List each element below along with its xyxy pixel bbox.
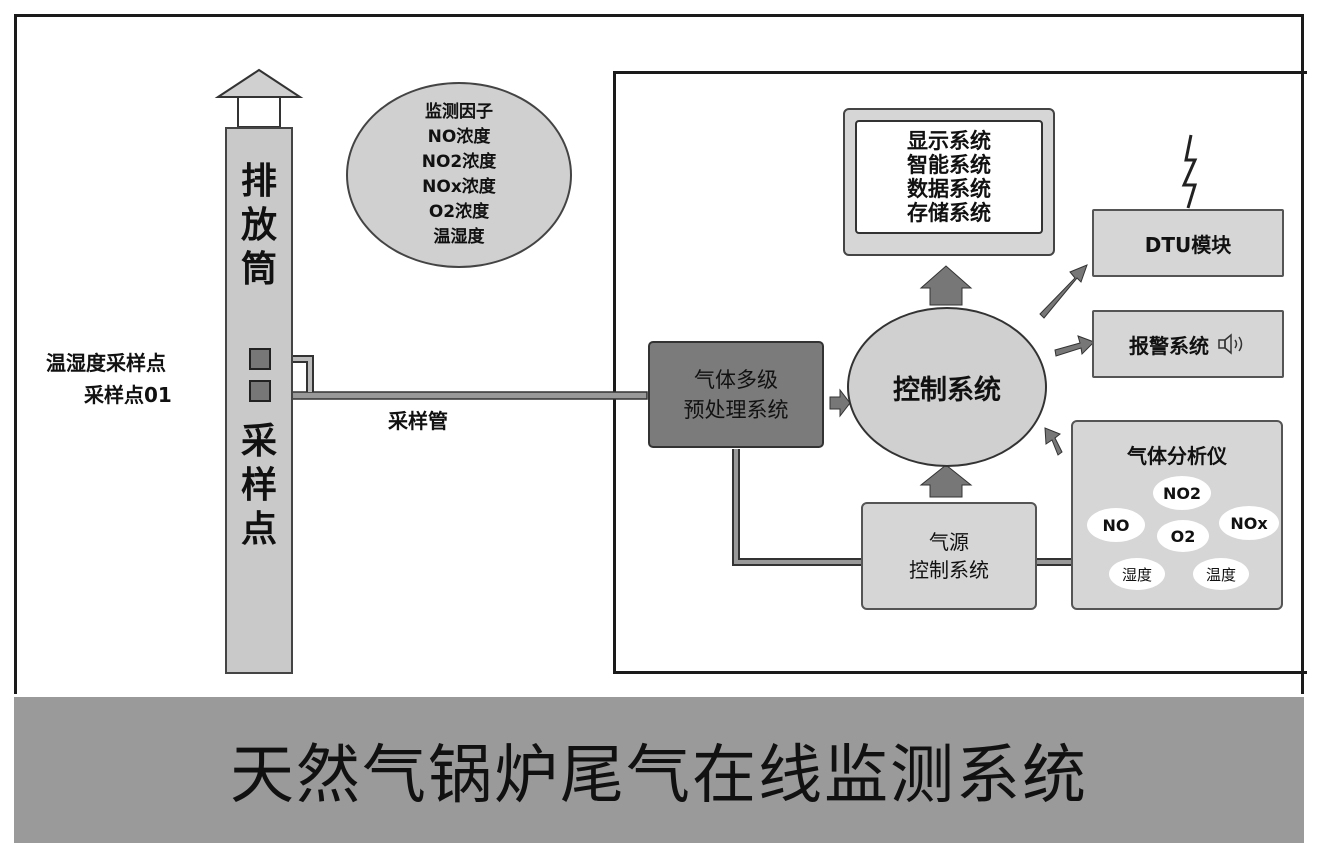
display-system-box: 显示系统 智能系统 数据系统 存储系统: [843, 108, 1055, 256]
analyzer-pill-no2: NO2: [1153, 476, 1211, 510]
pretreatment-system-box: 气体多级 预处理系统: [648, 341, 824, 448]
display-line: 数据系统: [907, 177, 991, 201]
control-system-ellipse: 控制系统: [847, 307, 1047, 467]
chimney: [225, 127, 293, 674]
outer-frame: [14, 14, 1304, 694]
dtu-label: DTU模块: [1144, 232, 1232, 257]
analyzer-pill-temperature: 温度: [1193, 558, 1249, 590]
analyzer-pill-o2: O2: [1157, 520, 1209, 552]
chimney-label: 排 放 筒: [239, 160, 279, 292]
control-system-label: 控制系统: [893, 374, 1001, 406]
chimney-cap: [237, 96, 281, 128]
analyzer-title: 气体分析仪: [1127, 444, 1227, 468]
monitoring-factors-ellipse: 监测因子 NO浓度 NO2浓度 NOx浓度 O2浓度 温湿度: [346, 82, 572, 268]
analyzer-pill-no: NO: [1087, 508, 1145, 542]
factor-item: O2浓度: [428, 202, 490, 222]
analyzer-pill-humidity: 湿度: [1109, 558, 1165, 590]
display-line: 存储系统: [907, 201, 991, 225]
factor-item: NO浓度: [427, 127, 491, 147]
analyzer-pill-nox: NOx: [1219, 506, 1279, 540]
chimney-label-char: 放: [240, 205, 277, 246]
diagram-title: 天然气锅炉尾气在线监测系统: [230, 739, 1088, 813]
temp-humidity-sensor: [249, 348, 271, 370]
sampling-pipe-label: 采样管: [388, 409, 448, 433]
alarm-system-box: 报警系统: [1092, 310, 1284, 378]
gas-source-line: 控制系统: [909, 558, 989, 582]
speaker-icon: [1217, 332, 1247, 356]
chimney-label-char: 筒: [240, 249, 277, 290]
lightning-antenna-icon: [1181, 134, 1198, 209]
factor-item: NOx浓度: [422, 177, 496, 197]
sample-point-01-label: 采样点01: [84, 383, 172, 407]
pretreat-line: 预处理系统: [683, 397, 789, 422]
pretreat-line: 气体多级: [694, 367, 778, 392]
gas-source-line: 气源: [929, 530, 969, 554]
sample-point-01-sensor: [249, 380, 271, 402]
sampling-label-char: 样: [240, 465, 277, 506]
title-banner: 天然气锅炉尾气在线监测系统: [14, 697, 1304, 843]
factor-item: NO2浓度: [421, 152, 497, 172]
display-line: 显示系统: [907, 129, 991, 153]
sampling-point-label: 采 样 点: [239, 420, 279, 552]
sampling-label-char: 采: [240, 421, 277, 462]
dtu-module-box: DTU模块: [1092, 209, 1284, 277]
gas-source-control-box: 气源 控制系统: [861, 502, 1037, 610]
chimney-label-char: 排: [240, 161, 277, 202]
sampling-label-char: 点: [240, 509, 277, 550]
chimney-roof-icon: [214, 68, 304, 98]
system-frame: [613, 71, 1307, 674]
temp-humidity-point-label: 温湿度采样点: [46, 351, 166, 375]
gas-analyzer-box: 气体分析仪 NO2 NO O2 NOx 湿度 温度: [1071, 420, 1283, 610]
factor-item: 温湿度: [433, 227, 485, 247]
sampling-pipe: [268, 391, 648, 400]
factors-title: 监测因子: [424, 102, 493, 122]
alarm-label: 报警系统: [1129, 333, 1209, 358]
display-line: 智能系统: [907, 153, 991, 177]
